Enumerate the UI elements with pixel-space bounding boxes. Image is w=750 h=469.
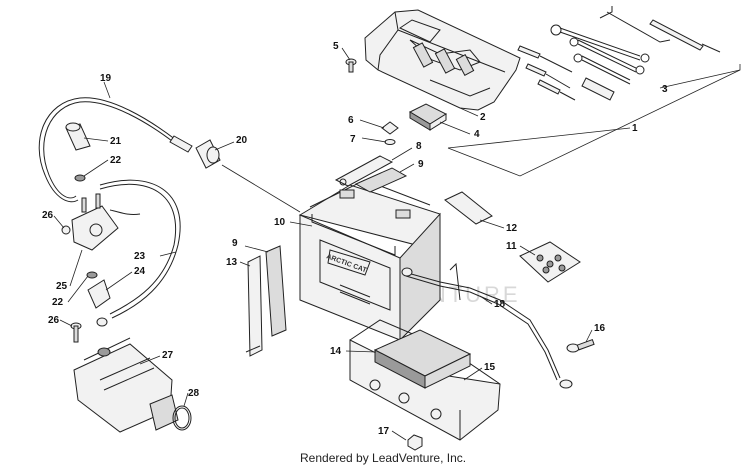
leader-lines xyxy=(53,47,631,441)
callout-15: 15 xyxy=(484,362,496,373)
callout-3: 3 xyxy=(662,84,668,95)
screw-26-bottom xyxy=(70,322,82,343)
wing-nut-6 xyxy=(381,121,399,135)
callout-5: 5 xyxy=(333,41,339,52)
washer-7 xyxy=(384,139,396,145)
callout-26-top: 26 xyxy=(42,210,54,221)
foam-pad-14 xyxy=(373,329,472,389)
nut-22-bottom xyxy=(86,271,98,279)
nut-17 xyxy=(407,434,423,451)
callout-23: 23 xyxy=(134,251,146,262)
terminal-boot-20 xyxy=(195,139,221,169)
callout-21: 21 xyxy=(110,136,122,147)
callout-12: 12 xyxy=(506,223,518,234)
callout-labels: 1 2 3 4 5 6 7 8 9 9 10 11 12 13 14 15 16… xyxy=(42,41,668,437)
screw-5 xyxy=(345,58,357,73)
callout-8: 8 xyxy=(416,141,422,152)
starter-motor-27 xyxy=(73,337,179,433)
foam-pad-4 xyxy=(408,103,448,131)
terminal-boot-24 xyxy=(87,279,111,309)
terminal-kit-11 xyxy=(519,241,581,283)
tool-set-3 xyxy=(517,6,721,101)
starter-solenoid-25 xyxy=(71,193,141,251)
callout-2: 2 xyxy=(480,112,486,123)
callout-13: 13 xyxy=(226,257,238,268)
starter-cable-23 xyxy=(96,179,181,327)
callout-19: 19 xyxy=(100,73,112,84)
callout-4: 4 xyxy=(474,129,480,140)
callout-18: 18 xyxy=(494,299,506,310)
callout-20: 20 xyxy=(236,135,248,146)
callout-1: 1 xyxy=(632,123,638,134)
callout-17: 17 xyxy=(378,426,390,437)
footer-credit: Rendered by LeadVenture, Inc. xyxy=(300,451,466,465)
callout-6: 6 xyxy=(348,115,354,126)
hold-down-strap-13 xyxy=(245,255,263,357)
callout-7: 7 xyxy=(350,134,356,145)
callout-25: 25 xyxy=(56,281,68,292)
battery-cable-18 xyxy=(401,262,573,389)
starter-cable-19 xyxy=(38,97,193,203)
foam-pad-9-top xyxy=(354,167,408,193)
nut-22-top xyxy=(74,174,86,182)
callout-22-top: 22 xyxy=(110,155,122,166)
callout-14: 14 xyxy=(330,346,342,357)
callout-9-top: 9 xyxy=(418,159,424,170)
callout-26-bottom: 26 xyxy=(48,315,60,326)
callout-24: 24 xyxy=(134,266,146,277)
battery: ARCTIC CAT xyxy=(298,179,441,342)
callout-10: 10 xyxy=(274,217,286,228)
callout-16: 16 xyxy=(594,323,606,334)
callout-9-side: 9 xyxy=(232,238,238,249)
bolt-16 xyxy=(566,339,595,353)
tool-tray xyxy=(364,9,521,111)
o-ring-28 xyxy=(172,405,192,431)
callout-11: 11 xyxy=(506,241,517,252)
foam-pad-9-side xyxy=(265,245,287,337)
callout-28: 28 xyxy=(188,388,200,399)
battery-strap-8 xyxy=(334,155,394,187)
callout-22-bottom: 22 xyxy=(52,297,64,308)
terminal-boot-21 xyxy=(65,122,91,151)
label-12 xyxy=(444,191,493,225)
callout-27: 27 xyxy=(162,350,174,361)
